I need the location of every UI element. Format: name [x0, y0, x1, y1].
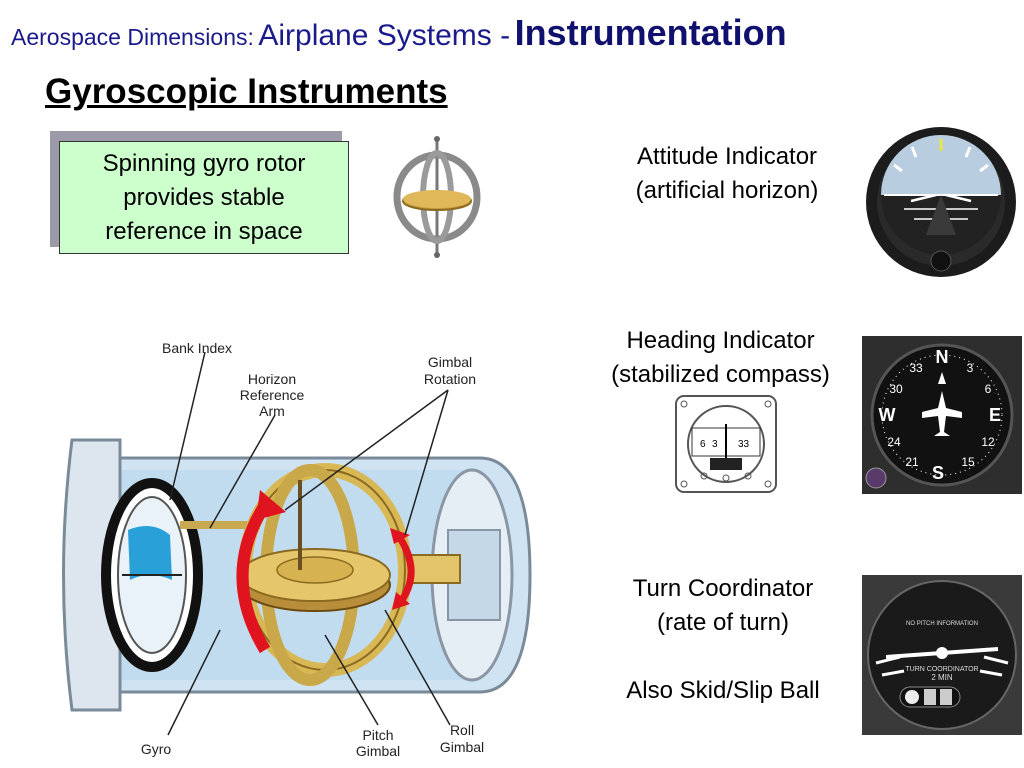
turn-mid-text: TURN COORDINATOR: [905, 666, 978, 673]
turn-min-text: 2 MIN: [931, 673, 953, 682]
heading-indicator-dial: N E S W 3 6 12 15 21 24 30 33: [862, 336, 1022, 494]
label-horizon-1: Horizon: [248, 371, 296, 387]
gyro-callout-box: Spinning gyro rotor provides stable refe…: [59, 141, 349, 254]
svg-text:3: 3: [967, 361, 974, 375]
svg-text:3: 3: [712, 439, 718, 450]
svg-text:33: 33: [738, 439, 750, 450]
turn-desc: (rate of turn): [656, 609, 790, 636]
heading-e: E: [989, 405, 1001, 425]
svg-text:33: 33: [909, 361, 923, 375]
gimbal-rotation-arrow-left: [236, 501, 271, 654]
svg-text:6: 6: [700, 439, 706, 450]
turn-name: Turn Coordinator: [632, 575, 814, 602]
heading-name: Heading Indicator: [626, 327, 815, 354]
heading-indicator-sketch: 6 3 33: [675, 395, 777, 493]
heading-w: W: [879, 405, 896, 425]
svg-text:24: 24: [887, 435, 901, 449]
slide-title: Gyroscopic Instruments: [45, 72, 448, 111]
slide-header: Aerospace Dimensions: Airplane Systems -…: [11, 12, 787, 54]
callout-line-2: provides stable: [123, 184, 285, 211]
header-section: Instrumentation: [514, 12, 787, 53]
svg-text:6: 6: [985, 382, 992, 396]
attitude-indicator-dial: [866, 127, 1016, 277]
attitude-name: Attitude Indicator: [636, 143, 818, 170]
gyro-cutaway-diagram: Bank Index Horizon Reference Arm Gimbal …: [62, 340, 532, 759]
callout-line-3: reference in space: [105, 218, 303, 245]
turn-coordinator-dial: NO PITCH INFORMATION TURN COORDINATOR 2 …: [862, 575, 1022, 735]
callout-line-1: Spinning gyro rotor: [102, 150, 306, 177]
label-gyro: Gyro: [141, 741, 172, 757]
header-topic: Airplane Systems -: [258, 19, 511, 52]
label-roll-1: Roll: [450, 722, 474, 738]
label-gimbal-rotation-2: Rotation: [424, 371, 476, 387]
svg-text:21: 21: [905, 455, 919, 469]
svg-text:15: 15: [961, 455, 975, 469]
heading-s: S: [932, 463, 944, 483]
label-pitch-1: Pitch: [362, 727, 393, 743]
heading-desc: (stabilized compass): [611, 361, 830, 388]
label-roll-2: Gimbal: [440, 739, 484, 755]
label-bank-index: Bank Index: [162, 340, 232, 356]
turn-extra: Also Skid/Slip Ball: [626, 677, 820, 704]
attitude-desc: (artificial horizon): [635, 177, 819, 204]
label-horizon-3: Arm: [259, 403, 285, 419]
gimbal-rotation-arrow-right: [395, 533, 415, 602]
turn-top-text: NO PITCH INFORMATION: [906, 621, 978, 627]
label-pitch-2: Gimbal: [356, 743, 400, 759]
svg-text:30: 30: [889, 382, 903, 396]
attitude-indicator-label: Attitude Indicator (artificial horizon): [602, 140, 852, 208]
svg-text:12: 12: [981, 435, 995, 449]
label-gimbal-rotation-1: Gimbal: [428, 354, 472, 370]
turn-coordinator-label: Turn Coordinator (rate of turn) Also Ski…: [598, 572, 848, 708]
label-horizon-2: Reference: [240, 387, 305, 403]
header-course: Aerospace Dimensions:: [11, 24, 254, 50]
heading-n: N: [936, 347, 949, 367]
heading-indicator-label: Heading Indicator (stabilized compass): [588, 324, 853, 392]
gyroscope-icon: [393, 136, 481, 258]
